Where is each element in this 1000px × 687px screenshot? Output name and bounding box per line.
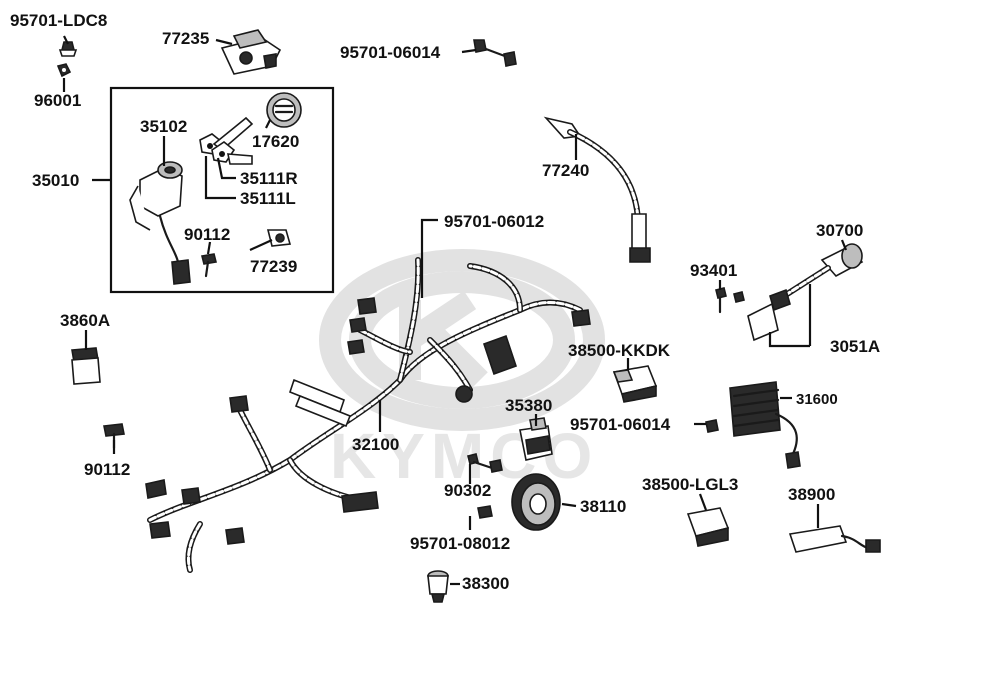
part-95701-06014-mid[interactable] bbox=[705, 419, 719, 433]
part-95701-08012[interactable] bbox=[477, 505, 493, 519]
label-90302[interactable]: 90302 bbox=[444, 481, 491, 500]
part-30700[interactable] bbox=[820, 243, 864, 278]
label-38110[interactable]: 38110 bbox=[580, 497, 626, 516]
part-3051a[interactable] bbox=[747, 265, 831, 342]
part-38500-lgl3[interactable] bbox=[686, 507, 730, 547]
label-32100[interactable]: 32100 bbox=[352, 435, 399, 454]
part-38110[interactable] bbox=[511, 473, 561, 531]
part-90302[interactable] bbox=[467, 453, 503, 473]
part-35102[interactable] bbox=[129, 161, 191, 285]
label-17620[interactable]: 17620 bbox=[252, 132, 299, 151]
part-31600[interactable] bbox=[729, 381, 801, 469]
label-96001[interactable]: 96001 bbox=[34, 91, 81, 110]
label-35102[interactable]: 35102 bbox=[140, 117, 187, 136]
part-95701-06014-top[interactable] bbox=[473, 39, 517, 67]
part-38900[interactable] bbox=[788, 525, 881, 553]
part-95701-ldc8[interactable] bbox=[58, 41, 78, 57]
part-96001[interactable] bbox=[56, 63, 72, 78]
label-38500-kkdk[interactable]: 38500-KKDK bbox=[568, 341, 671, 360]
part-32100[interactable] bbox=[145, 257, 591, 573]
label-93401[interactable]: 93401 bbox=[690, 261, 737, 280]
part-keys[interactable] bbox=[199, 116, 254, 165]
label-77239[interactable]: 77239 bbox=[250, 257, 297, 276]
part-38300[interactable] bbox=[427, 570, 449, 603]
part-labels: 95701-LDC8 96001 77235 95701-06014 35102… bbox=[10, 11, 880, 593]
leader-lines bbox=[62, 35, 848, 586]
label-38500-lgl3[interactable]: 38500-LGL3 bbox=[642, 475, 738, 494]
ignition-kit-box bbox=[109, 86, 335, 294]
label-90112-box[interactable]: 90112 bbox=[184, 225, 230, 244]
label-95701-ldc8[interactable]: 95701-LDC8 bbox=[10, 11, 107, 30]
label-30700[interactable]: 30700 bbox=[816, 221, 863, 240]
label-77240[interactable]: 77240 bbox=[542, 161, 589, 180]
label-35380[interactable]: 35380 bbox=[505, 396, 552, 415]
part-38500-kkdk[interactable] bbox=[612, 365, 658, 403]
part-35380[interactable] bbox=[519, 417, 553, 461]
label-95701-08012[interactable]: 95701-08012 bbox=[410, 534, 510, 553]
label-95701-06012[interactable]: 95701-06012 bbox=[444, 212, 544, 231]
label-38900[interactable]: 38900 bbox=[788, 485, 835, 504]
label-3860a[interactable]: 3860A bbox=[60, 311, 110, 330]
label-38300[interactable]: 38300 bbox=[462, 574, 509, 593]
label-35111r[interactable]: 35111R bbox=[240, 169, 298, 188]
part-17620[interactable] bbox=[266, 92, 302, 128]
label-95701-06014-mid[interactable]: 95701-06014 bbox=[570, 415, 671, 434]
part-77240[interactable] bbox=[543, 116, 651, 263]
label-31600[interactable]: 31600 bbox=[796, 391, 838, 408]
label-3051a[interactable]: 3051A bbox=[830, 337, 880, 356]
label-35111l[interactable]: 35111L bbox=[240, 189, 296, 208]
part-77239[interactable] bbox=[266, 229, 292, 247]
part-90112-box-screw[interactable] bbox=[201, 253, 217, 278]
part-77235[interactable] bbox=[220, 29, 282, 75]
label-95701-06014-top[interactable]: 95701-06014 bbox=[340, 43, 441, 62]
part-3860a[interactable] bbox=[71, 347, 101, 385]
label-35010[interactable]: 35010 bbox=[32, 171, 79, 190]
part-93401[interactable] bbox=[715, 287, 745, 314]
label-90112-left[interactable]: 90112 bbox=[84, 460, 130, 479]
label-77235[interactable]: 77235 bbox=[162, 29, 209, 48]
